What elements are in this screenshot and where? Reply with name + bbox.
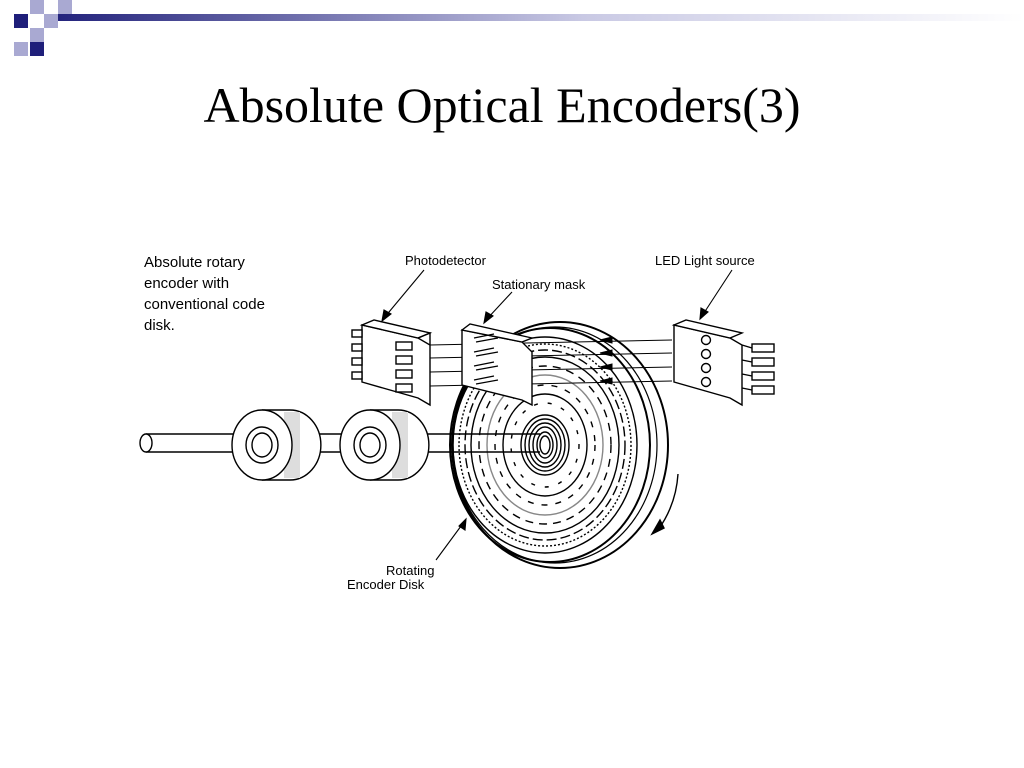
- deco-square: [30, 42, 44, 56]
- header-gradient-band: [44, 14, 1024, 21]
- deco-square: [58, 0, 72, 14]
- deco-square: [14, 42, 28, 56]
- label-photodetector: Photodetector: [405, 253, 486, 268]
- deco-square: [44, 14, 58, 28]
- label-stationary-mask: Stationary mask: [492, 277, 586, 292]
- shaft-coupling: [231, 409, 322, 481]
- photodetector-block: [351, 319, 433, 407]
- rotating-encoder-disk: [449, 321, 669, 569]
- shaft-coupling: [339, 409, 430, 481]
- slide-title: Absolute Optical Encoders(3): [203, 77, 801, 133]
- diagram-caption: Absolute rotary encoder with conventiona…: [144, 254, 265, 334]
- led-light-source-block: [671, 319, 775, 407]
- label-rotating-disk-2: Encoder Disk: [347, 577, 425, 592]
- label-rotating-disk-1: Rotating: [386, 563, 435, 578]
- deco-square: [30, 28, 44, 42]
- slide-header-decoration: [14, 0, 1024, 56]
- rotation-arrow: [650, 473, 679, 536]
- deco-square: [30, 0, 44, 14]
- leader-arrows: [381, 269, 733, 561]
- stationary-mask: [460, 323, 535, 407]
- label-led-light-source: LED Light source: [655, 253, 755, 268]
- deco-square: [14, 14, 28, 28]
